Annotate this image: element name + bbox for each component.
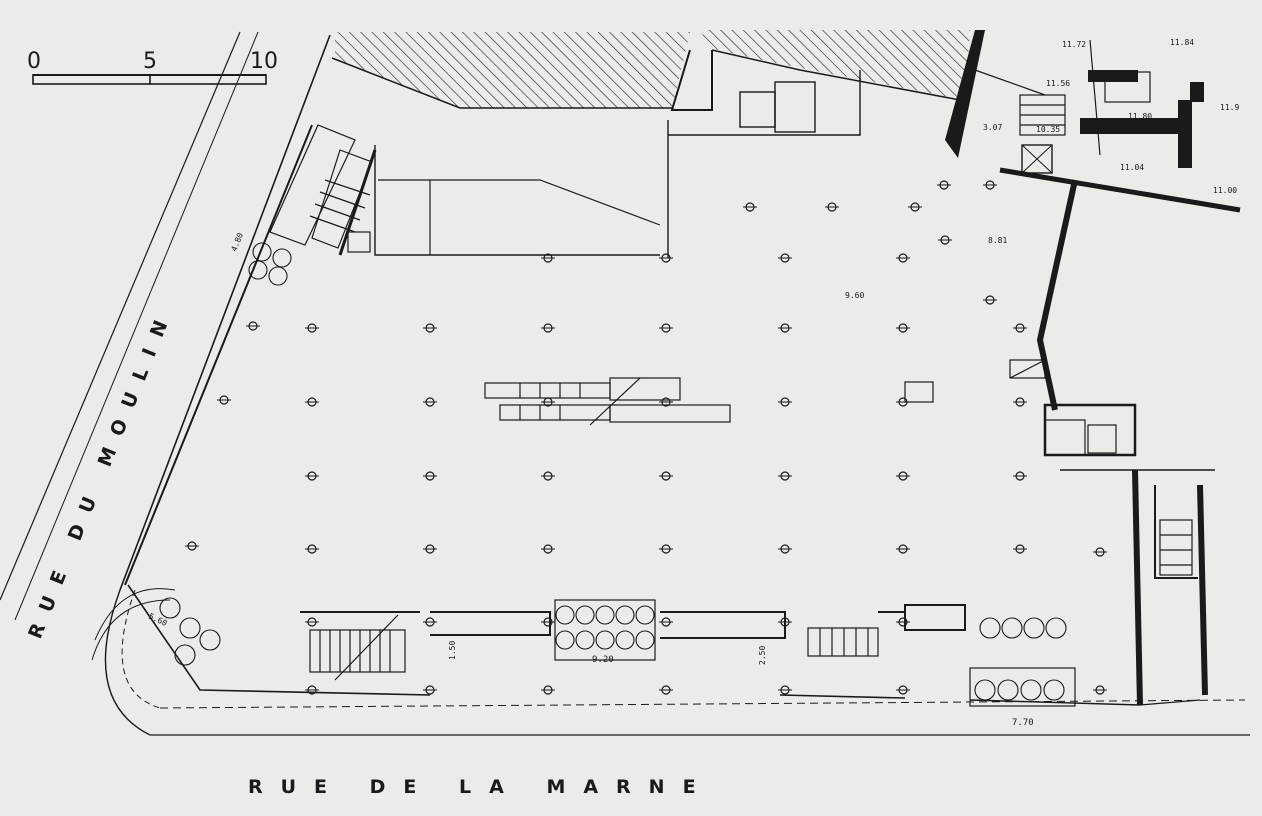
front-wall [300, 599, 1076, 707]
building-outline [124, 30, 1241, 706]
dim-2-50: 2.50 [758, 646, 767, 665]
elevation-labels: 11.72 11.84 11.56 11.80 11.9 3.07 10.35 … [983, 38, 1239, 195]
hatched-neighbour-area [331, 30, 970, 109]
dim-5-60: 5.60 [147, 612, 168, 628]
scale-tick-10: 10 [250, 49, 278, 74]
elev-10-35: 10.35 [1036, 125, 1060, 134]
elev-11-04: 11.04 [1120, 163, 1144, 172]
dim-9-20: 9.20 [592, 655, 614, 665]
dim-4-80: 4.80 [230, 231, 246, 252]
dim-9-60: 9.60 [845, 291, 864, 300]
elev-3-07: 3.07 [983, 123, 1002, 132]
elev-11-84: 11.84 [1170, 38, 1194, 47]
rue-du-moulin-label: RUE DU MOULIN [24, 304, 177, 641]
rue-de-la-marne-label: RUE DE LA MARNE [248, 776, 714, 798]
entrance-doors [91, 242, 1067, 701]
dim-8-81: 8.81 [988, 236, 1007, 245]
elev-11-9: 11.9 [1220, 103, 1239, 112]
dim-1-50: 1.50 [448, 641, 457, 660]
column-grid [185, 180, 1107, 695]
scale-tick-5: 5 [143, 49, 157, 74]
elev-11-80: 11.80 [1128, 112, 1152, 121]
street-edges [0, 31, 1250, 736]
elev-11-72: 11.72 [1062, 40, 1086, 49]
scale-tick-0: 0 [27, 49, 41, 74]
elev-11-00: 11.00 [1213, 186, 1237, 195]
stairs-and-escalators [269, 71, 1193, 681]
elev-11-56: 11.56 [1046, 79, 1070, 88]
dim-7-70: 7.70 [1012, 718, 1034, 728]
scale-bar: 0 5 10 [27, 49, 278, 85]
